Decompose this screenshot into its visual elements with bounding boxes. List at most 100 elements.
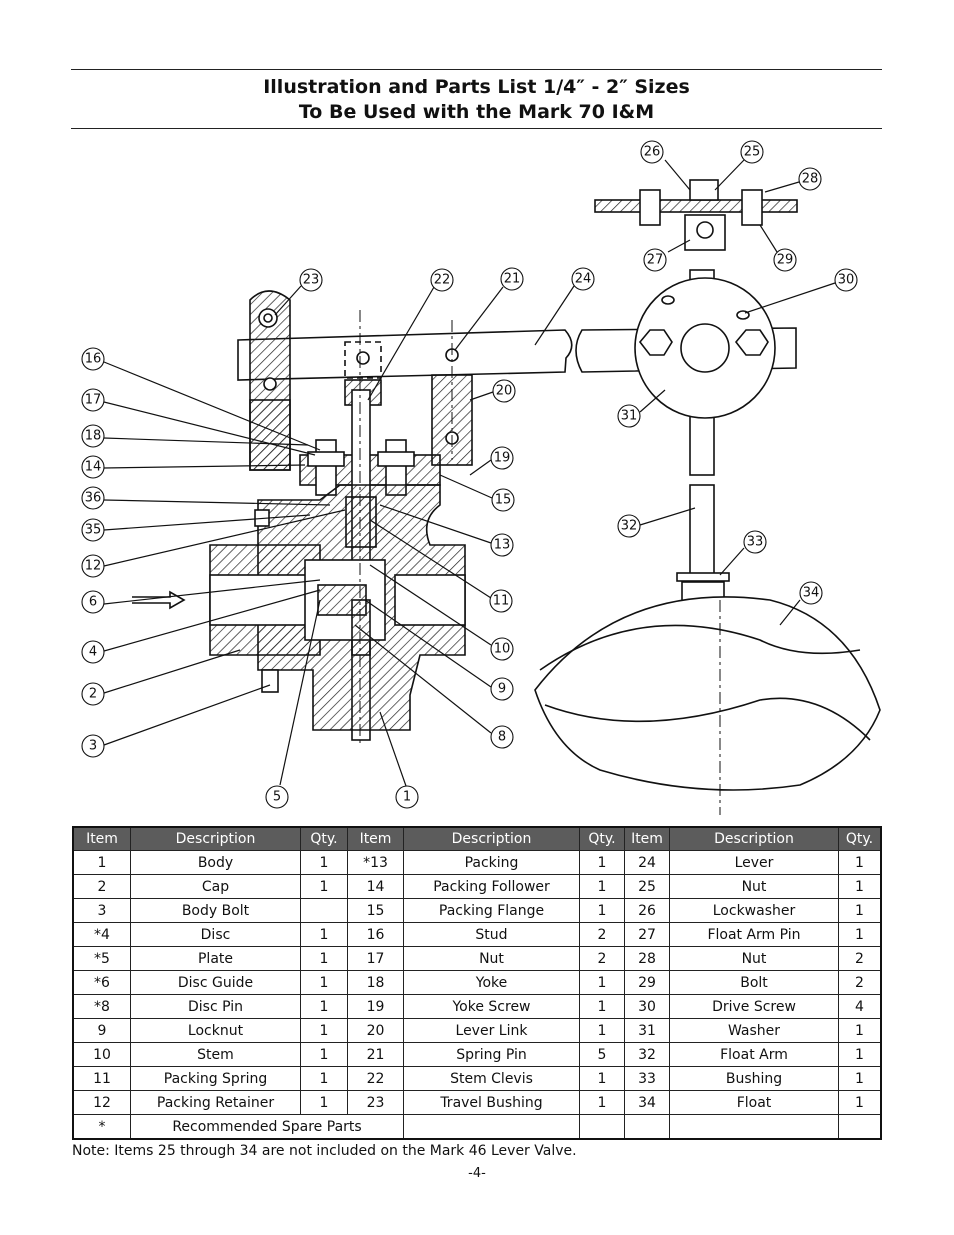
table-cell: Packing Spring — [130, 1066, 301, 1091]
table-cell: 1 — [838, 874, 882, 899]
table-cell: 1 — [300, 994, 348, 1019]
callout-label: 2 — [89, 687, 97, 702]
callout-31 — [617, 404, 641, 428]
table-cell: 14 — [347, 874, 404, 899]
table-cell: 2 — [579, 946, 625, 971]
callout-label: 25 — [744, 145, 761, 160]
table-cell: 25 — [624, 874, 670, 899]
footnote: Note: Items 25 through 34 are not includ… — [72, 1143, 577, 1159]
table-cell: 24 — [624, 850, 670, 875]
callout-1 — [395, 785, 419, 809]
float-assembly-drawing — [534, 179, 881, 815]
callout-3 — [81, 734, 105, 758]
callout-label: 10 — [494, 642, 511, 657]
table-cell: Bushing — [669, 1066, 839, 1091]
table-cell: Washer — [669, 1018, 839, 1043]
table-cell — [300, 898, 348, 923]
table-cell: 2 — [579, 922, 625, 947]
header-item: Item — [72, 826, 131, 851]
spare-parts-mark: * — [72, 1114, 131, 1140]
table-cell: 1 — [300, 922, 348, 947]
table-cell: 2 — [838, 946, 882, 971]
table-cell: 1 — [300, 1018, 348, 1043]
table-cell: 22 — [347, 1066, 404, 1091]
empty-cell — [579, 1114, 625, 1140]
table-cell: *13 — [347, 850, 404, 875]
table-cell: 16 — [347, 922, 404, 947]
table-cell: 1 — [838, 898, 882, 923]
callout-label: 18 — [85, 429, 102, 444]
spare-parts-legend: Recommended Spare Parts — [130, 1114, 404, 1140]
header-qty: Qty. — [579, 826, 625, 851]
header-item: Item — [347, 826, 404, 851]
callout-label: 9 — [498, 682, 506, 697]
callout-4 — [81, 640, 105, 664]
header-description: Description — [403, 826, 580, 851]
callout-label: 8 — [498, 730, 506, 745]
table-cell: Bolt — [669, 970, 839, 995]
table-cell: 26 — [624, 898, 670, 923]
table-cell: Nut — [669, 946, 839, 971]
table-cell: 34 — [624, 1090, 670, 1115]
callout-18 — [81, 424, 105, 448]
callout-label: 22 — [434, 273, 451, 288]
empty-cell — [838, 1114, 882, 1140]
table-cell: 20 — [347, 1018, 404, 1043]
callout-16 — [81, 347, 105, 371]
table-cell: 2 — [72, 874, 131, 899]
table-cell: 1 — [579, 850, 625, 875]
header-item: Item — [624, 826, 670, 851]
callout-35 — [81, 518, 105, 542]
table-cell: Disc Pin — [130, 994, 301, 1019]
callout-label: 32 — [621, 519, 638, 534]
empty-cell — [669, 1114, 839, 1140]
valve-assembly-diagram: 26 25 28 27 29 30 23 22 21 24 20 19 15 1… — [81, 140, 881, 815]
callout-label: 27 — [647, 253, 664, 268]
page-title-line-2: To Be Used with the Mark 70 I&M — [298, 101, 655, 123]
callout-17 — [81, 388, 105, 412]
table-cell: 32 — [624, 1042, 670, 1067]
callout-label: 12 — [85, 559, 102, 574]
callout-label: 13 — [494, 538, 511, 553]
table-cell: 30 — [624, 994, 670, 1019]
callout-label: 3 — [89, 739, 97, 754]
callout-6 — [81, 590, 105, 614]
callout-label: 29 — [777, 253, 794, 268]
table-cell: Packing — [403, 850, 580, 875]
callout-9 — [490, 677, 514, 701]
callout-30 — [834, 268, 858, 292]
callout-15 — [491, 488, 515, 512]
callout-26 — [640, 140, 664, 164]
table-cell: Drive Screw — [669, 994, 839, 1019]
table-cell: 29 — [624, 970, 670, 995]
leader-lines — [103, 159, 836, 787]
callout-11 — [489, 589, 513, 613]
callout-label: 28 — [802, 172, 819, 187]
callout-10 — [490, 637, 514, 661]
table-cell: Yoke Screw — [403, 994, 580, 1019]
table-cell: Nut — [403, 946, 580, 971]
table-cell: 1 — [579, 1090, 625, 1115]
top-rule — [71, 69, 882, 70]
table-cell: 12 — [72, 1090, 131, 1115]
table-cell: Nut — [669, 874, 839, 899]
callout-label: 14 — [85, 460, 102, 475]
callout-label: 19 — [494, 451, 511, 466]
page-title-line-1: Illustration and Parts List 1/4″ - 2″ Si… — [263, 76, 690, 98]
table-cell: 15 — [347, 898, 404, 923]
table-cell: Float Arm — [669, 1042, 839, 1067]
table-cell: 1 — [300, 850, 348, 875]
callout-36 — [81, 486, 105, 510]
table-cell: 1 — [300, 1090, 348, 1115]
callout-label: 5 — [273, 790, 281, 805]
callout-2 — [81, 682, 105, 706]
table-cell: Packing Flange — [403, 898, 580, 923]
callout-label: 15 — [495, 493, 512, 508]
table-cell: Lockwasher — [669, 898, 839, 923]
table-cell: 31 — [624, 1018, 670, 1043]
